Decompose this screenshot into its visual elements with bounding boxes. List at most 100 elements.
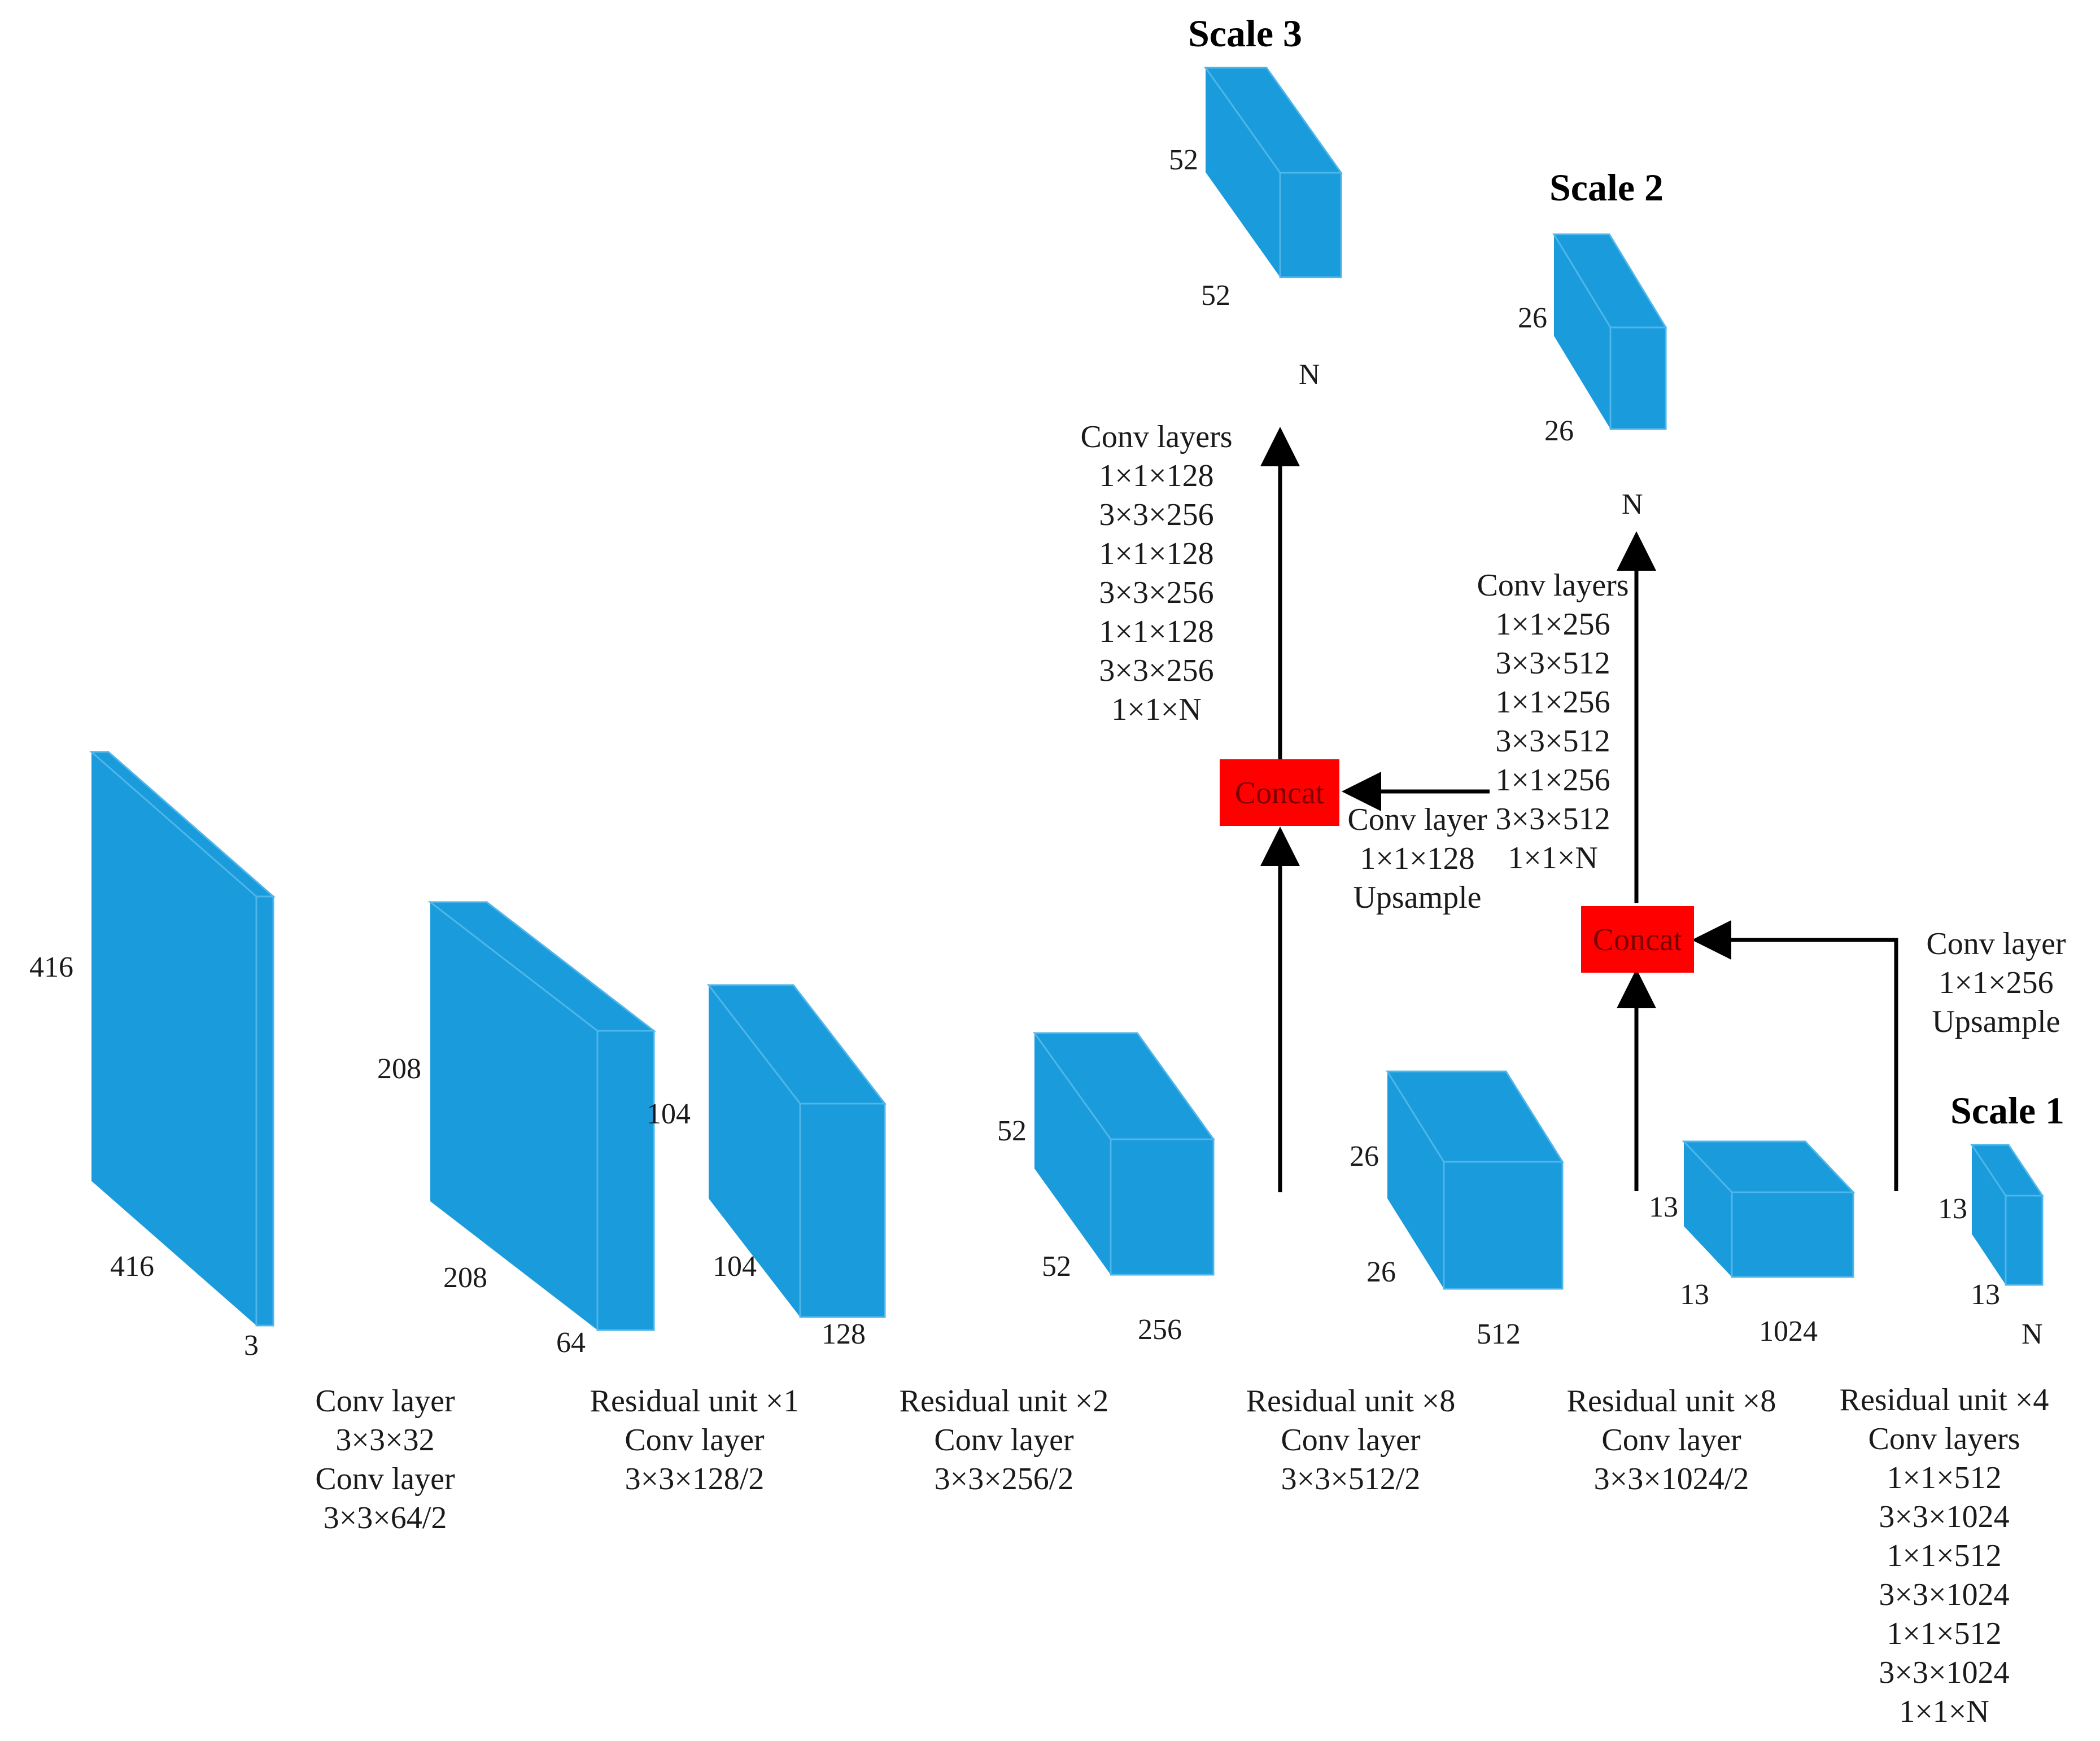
block-width-label: 26	[1366, 1256, 1396, 1288]
block-side-face	[799, 1103, 886, 1318]
block-height-label: 52	[997, 1115, 1027, 1147]
tensor-block-b52	[1033, 1032, 1215, 1276]
tensor-block-b104	[706, 984, 887, 1318]
block-side-face	[1110, 1138, 1215, 1276]
concat-box-scale3: Concat	[1220, 759, 1339, 826]
caption-res1-line: Conv layer	[625, 1423, 765, 1458]
caption-scale2-conv-line: 1×1×256	[1495, 685, 1610, 720]
block-height-label: 416	[29, 951, 73, 983]
block-height-label: 13	[1938, 1193, 1967, 1225]
caption-conv1-line: Conv layer	[315, 1384, 455, 1419]
caption-res2-line: 3×3×256/2	[935, 1462, 1074, 1497]
caption-scale2-conv-line: 3×3×512	[1495, 646, 1610, 681]
block-depth-label: N	[1299, 358, 1320, 391]
tensor-block-scale1	[1970, 1144, 2044, 1286]
concat-rect	[1220, 759, 1339, 826]
block-width-label: 52	[1042, 1250, 1071, 1283]
tensor-block-b26	[1386, 1070, 1564, 1290]
block-front-face	[1684, 1141, 1732, 1277]
blocks-layer	[89, 67, 2044, 1331]
caption-scale2-conv-line: 3×3×512	[1495, 724, 1610, 759]
arrow-scale1-upsample	[1692, 920, 1898, 1191]
block-side-face	[596, 1030, 655, 1331]
tensor-block-input	[89, 751, 276, 1327]
block-depth-label: 64	[556, 1327, 586, 1359]
scale1-title: Scale 1	[1950, 1089, 2064, 1132]
caption-scale3-conv-line: Conv layers	[1080, 419, 1232, 454]
tensor-block-b208	[427, 901, 657, 1331]
caption-scale3-conv-line: 3×3×256	[1099, 575, 1213, 610]
caption-scale2-conv-line: 1×1×256	[1495, 763, 1610, 798]
arrows-layer	[1260, 427, 1898, 1192]
concat-box-scale2: Concat	[1581, 906, 1694, 973]
scale2-title: Scale 2	[1549, 166, 1664, 209]
block-front-face	[1387, 1071, 1444, 1289]
caption-scale2-conv-line: Conv layers	[1477, 568, 1629, 603]
block-depth-label: 512	[1477, 1318, 1521, 1350]
block-depth-label: N	[2022, 1318, 2043, 1350]
caption-scale3-conv-line: 1×1×128	[1099, 614, 1213, 649]
caption-res4-line: Residual unit ×4	[1840, 1383, 2049, 1418]
caption-res2-line: Conv layer	[934, 1423, 1074, 1458]
block-depth-label: N	[1622, 488, 1643, 520]
block-height-label: 26	[1518, 302, 1547, 334]
caption-scale3-conv-line: 1×1×128	[1099, 458, 1213, 493]
caption-upsample1-line: Conv layer	[1926, 926, 2066, 961]
caption-res4-line: 1×1×512	[1887, 1460, 2001, 1495]
caption-res8a-line: Conv layer	[1281, 1423, 1421, 1458]
block-width-label: 104	[713, 1250, 757, 1283]
caption-upsample2-line: 1×1×128	[1360, 841, 1474, 876]
block-side-face	[1609, 326, 1667, 430]
caption-res2-line: Residual unit ×2	[900, 1384, 1109, 1419]
caption-res1-line: Residual unit ×1	[590, 1384, 800, 1419]
caption-conv1-line: 3×3×32	[335, 1423, 434, 1458]
block-front-face	[1972, 1145, 2006, 1285]
caption-res8a-line: Residual unit ×8	[1246, 1384, 1456, 1419]
caption-scale3-conv-line: 3×3×256	[1099, 497, 1213, 532]
caption-res4-line: 1×1×512	[1887, 1538, 2001, 1573]
block-side-face	[1443, 1161, 1564, 1290]
scale3-title: Scale 3	[1188, 12, 1302, 55]
block-depth-label: 1024	[1759, 1315, 1818, 1348]
block-depth-label: 3	[244, 1329, 259, 1362]
caption-scale3-conv-line: 1×1×N	[1111, 692, 1202, 727]
block-side-face	[255, 895, 274, 1327]
block-height-label: 26	[1350, 1140, 1379, 1173]
tensor-block-b13	[1682, 1140, 1855, 1278]
caption-conv1-line: 3×3×64/2	[324, 1501, 447, 1536]
concat-rect	[1581, 906, 1694, 973]
caption-scale2-conv-line: 1×1×N	[1508, 841, 1598, 876]
block-height-label: 52	[1169, 144, 1198, 176]
caption-res4-line: 3×3×1024	[1879, 1577, 2009, 1612]
caption-upsample1-line: Upsample	[1932, 1004, 2060, 1039]
text-layer: 4164163208208641041041285252256262651213…	[29, 12, 2066, 1729]
caption-res4-line: Conv layers	[1868, 1421, 2020, 1456]
caption-scale3-conv-line: 1×1×128	[1099, 536, 1213, 571]
block-height-label: 104	[647, 1098, 691, 1130]
caption-res4-line: 3×3×1024	[1879, 1655, 2009, 1690]
caption-res8b-line: 3×3×1024/2	[1594, 1462, 1749, 1497]
caption-upsample2-line: Conv layer	[1347, 802, 1487, 837]
block-side-face	[1279, 172, 1342, 278]
concat-label: Concat	[1593, 922, 1683, 957]
block-width-label: 416	[110, 1250, 154, 1283]
block-front-face	[91, 752, 256, 1326]
caption-res8b-line: Residual unit ×8	[1567, 1384, 1776, 1419]
concat-label: Concat	[1235, 776, 1325, 811]
block-depth-label: 256	[1138, 1314, 1182, 1346]
block-width-label: 13	[1971, 1279, 2000, 1311]
block-width-label: 26	[1544, 415, 1574, 447]
tensor-block-scale2	[1552, 233, 1667, 430]
caption-res8a-line: 3×3×512/2	[1281, 1462, 1421, 1497]
block-height-label: 208	[377, 1053, 421, 1085]
caption-scale3-conv-line: 3×3×256	[1099, 653, 1213, 688]
block-side-face	[2005, 1195, 2044, 1286]
block-front-face	[430, 902, 597, 1330]
caption-res8b-line: Conv layer	[1601, 1423, 1741, 1458]
block-width-label: 13	[1680, 1279, 1709, 1311]
tensor-block-scale3	[1204, 67, 1343, 278]
caption-scale2-conv-line: 1×1×256	[1495, 607, 1610, 642]
caption-conv1-line: Conv layer	[315, 1462, 455, 1497]
